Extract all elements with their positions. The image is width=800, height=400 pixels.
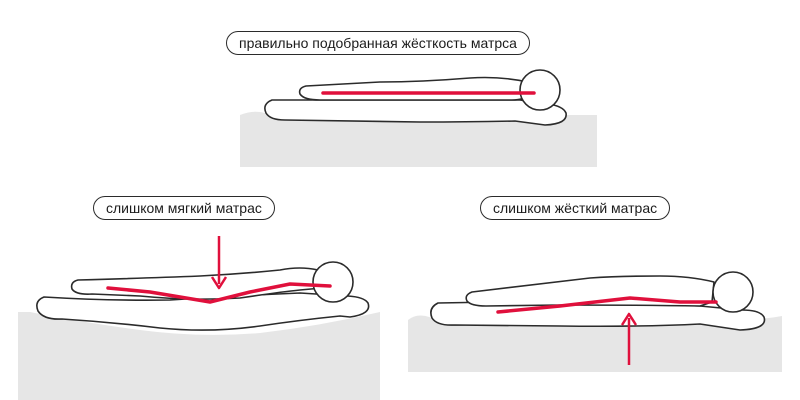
body-correct	[264, 69, 567, 126]
label-correct-firmness: правильно подобранная жёсткость матрса	[226, 31, 530, 55]
spine-hard	[496, 296, 718, 314]
body-soft	[36, 261, 370, 331]
panel-hard	[408, 271, 782, 372]
label-too-hard: слишком жёсткий матрас	[480, 196, 671, 220]
panel-correct	[240, 69, 597, 167]
mattress-correct-top	[240, 115, 597, 167]
panel-soft	[18, 236, 380, 400]
mattress-soft	[18, 312, 380, 400]
label-too-soft: слишком мягкий матрас	[93, 196, 275, 220]
arrow-up-icon	[620, 312, 638, 365]
arrow-down-icon	[210, 236, 228, 290]
spine-soft	[106, 282, 332, 304]
mattress-hard	[408, 315, 782, 372]
